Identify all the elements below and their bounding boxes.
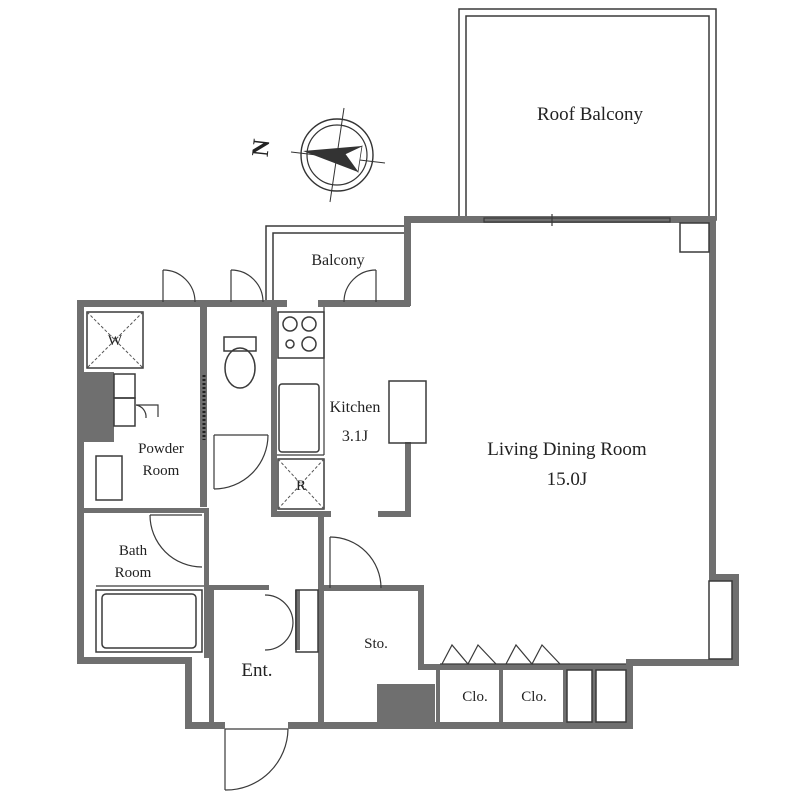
balcony-area <box>265 225 406 305</box>
walls <box>77 216 739 729</box>
label-storage: Sto. <box>364 636 388 652</box>
label-ldr-size: 15.0J <box>547 469 588 490</box>
compass-letter: N <box>248 137 276 158</box>
label-kitchen-size: 3.1J <box>342 428 368 445</box>
label-roof-balcony: Roof Balcony <box>537 104 644 125</box>
label-balcony: Balcony <box>311 252 364 269</box>
label-powder-room-line1: Powder <box>138 441 184 457</box>
label-powder-room-line2: Room <box>143 463 180 479</box>
compass-rose <box>290 107 386 203</box>
label-bath-room-line1: Bath <box>119 543 148 559</box>
label-bath-room-line2: Room <box>115 565 152 581</box>
label-closet-1: Clo. <box>462 689 487 705</box>
sliding-door-roof <box>483 214 671 226</box>
label-closet-2: Clo. <box>521 689 546 705</box>
fixtures <box>86 307 733 723</box>
label-living-dining-room: Living Dining Room <box>487 439 647 460</box>
label-washer: W <box>108 333 123 349</box>
room-labels: Roof Balcony Balcony Kitchen 3.1J Living… <box>108 104 647 705</box>
label-fridge: R <box>296 478 306 494</box>
doors <box>149 269 561 791</box>
label-kitchen: Kitchen <box>330 399 381 416</box>
label-entrance: Ent. <box>241 660 272 681</box>
